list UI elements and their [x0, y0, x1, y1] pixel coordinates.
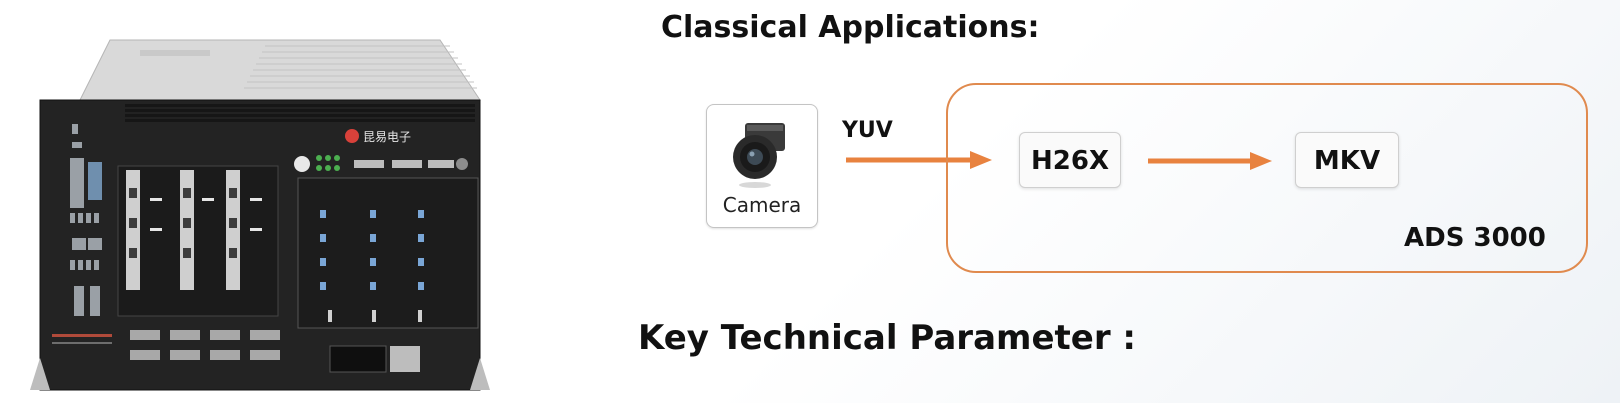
camera-label: Camera [722, 193, 802, 217]
key-technical-parameter-heading: Key Technical Parameter : [638, 318, 1137, 358]
h26x-encoder-box: H26X [1019, 132, 1121, 188]
vendor-logo: 昆易电子 [363, 130, 411, 144]
camera-icon [733, 123, 785, 188]
industrial-controller-image: 昆易电子 [30, 39, 490, 391]
ads-3000-system-box [946, 83, 1588, 273]
classical-applications-heading: Classical Applications: [661, 10, 1040, 45]
yuv-arrow [846, 151, 992, 169]
encode-arrow [1148, 152, 1272, 170]
ads-3000-label: ADS 3000 [1404, 223, 1546, 253]
mkv-container-box: MKV [1295, 132, 1399, 188]
camera-card: Camera [706, 104, 818, 228]
yuv-label: YUV [842, 118, 893, 143]
